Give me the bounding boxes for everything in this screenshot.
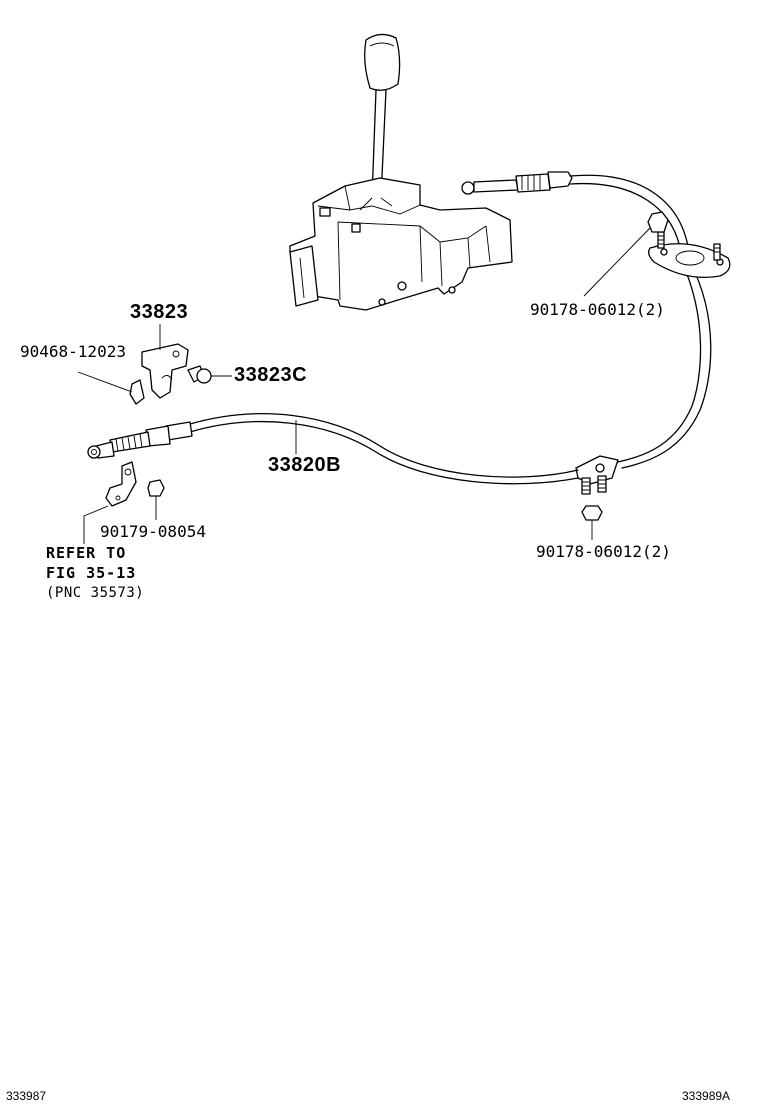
refer-note-line2: FIG 35-13 <box>46 564 137 582</box>
shift-cable-upper <box>461 171 712 469</box>
leader-refer <box>83 505 109 544</box>
footer-code-left: 333987 <box>6 1089 47 1103</box>
callout-90179-08054: 90179-08054 <box>100 522 206 541</box>
callout-90178-06012-upper: 90178-06012(2) <box>530 300 665 319</box>
shift-cable-33820b <box>87 413 579 485</box>
nut-90179-icon <box>147 479 165 497</box>
refer-note-line3: (PNC 35573) <box>46 585 145 601</box>
footer-code-right: 333989A <box>682 1089 731 1103</box>
refer-note-line1: REFER TO <box>46 544 127 562</box>
leader-90178-upper <box>583 227 651 297</box>
shift-lever-assembly <box>289 33 513 311</box>
callout-90468-12023: 90468-12023 <box>20 342 126 361</box>
bolt-33823c-icon <box>187 365 212 384</box>
lower-nut-icon <box>581 505 603 521</box>
callout-33823c: 33823C <box>234 364 308 386</box>
upper-nut-icon <box>647 211 669 233</box>
small-bracket <box>105 461 137 507</box>
lower-cable-bracket <box>575 455 619 495</box>
upper-mounting-plate <box>648 231 731 279</box>
callout-33823: 33823 <box>130 301 189 323</box>
bracket-33823 <box>129 343 189 405</box>
callout-33820b: 33820B <box>268 454 342 476</box>
callout-90178-06012-lower: 90178-06012(2) <box>536 542 671 561</box>
leader-90468 <box>77 371 133 393</box>
